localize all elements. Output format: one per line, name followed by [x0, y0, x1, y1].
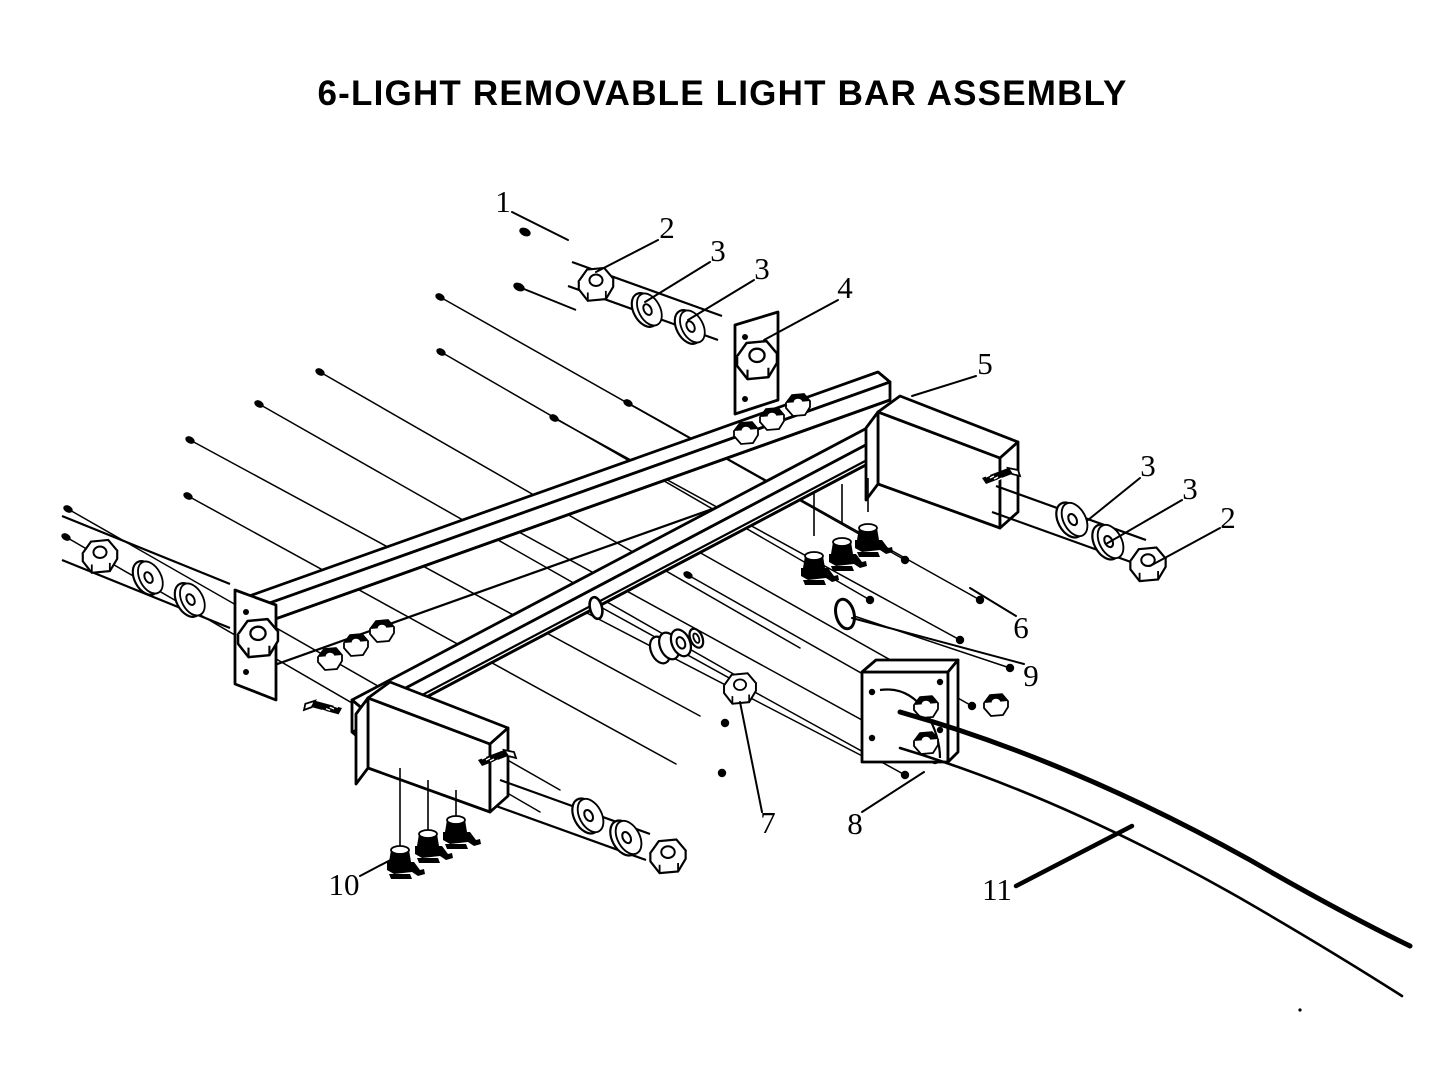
lamp-clamp-group-left [386, 768, 482, 880]
callout-3c: 3 [1140, 448, 1156, 483]
mounting-bracket-plate [860, 658, 1010, 764]
lamp-clamp-group-right [800, 478, 894, 586]
grommet-small [588, 595, 604, 621]
flat-washer [668, 304, 711, 350]
callout-10: 10 [329, 867, 360, 902]
rear-main-bar [236, 370, 892, 690]
left-light-housing-box [354, 680, 510, 814]
hex-nut [81, 538, 119, 574]
right-light-housing-box [864, 394, 1020, 530]
callout-11: 11 [982, 872, 1012, 907]
hex-nut [1129, 546, 1167, 583]
callout-5: 5 [977, 346, 993, 381]
speck-artifact [1298, 1008, 1302, 1012]
grommet [834, 597, 856, 631]
callout-number-group: 1 2 3 3 4 5 3 3 2 6 9 7 8 10 11 [329, 184, 1236, 907]
callout-6: 6 [1013, 610, 1029, 645]
wiring-harness-cable [897, 709, 1413, 998]
callout-3d: 3 [1182, 471, 1198, 506]
callout-2: 2 [659, 210, 675, 245]
hex-nut-small [912, 730, 940, 756]
hex-nut [649, 838, 687, 875]
callout-3a: 3 [710, 233, 726, 268]
flat-washer [168, 577, 211, 623]
callout-7: 7 [760, 805, 776, 840]
left-end-fastener-stack [61, 514, 231, 630]
hex-nut [723, 672, 757, 705]
upper-rear-fastener-stack [513, 227, 723, 350]
hex-nut-small [982, 692, 1010, 718]
page-title: 6-LIGHT REMOVABLE LIGHT BAR ASSEMBLY [317, 74, 1128, 113]
bottom-center-fastener-stack [495, 778, 687, 875]
callout-9: 9 [1023, 658, 1039, 693]
callout-3b: 3 [754, 251, 770, 286]
rear-bar-right-endplate [733, 310, 780, 416]
right-end-fastener-stack [991, 484, 1167, 583]
callout-1: 1 [495, 184, 511, 219]
callout-8: 8 [847, 806, 863, 841]
callout-4: 4 [837, 270, 853, 305]
flat-washer [603, 814, 648, 862]
spacer-nut-stack [648, 627, 757, 705]
lamp-clamp [854, 523, 894, 558]
callout-2b: 2 [1220, 500, 1236, 535]
lamp-clamp [442, 815, 482, 850]
rear-bar-left-endplate [233, 588, 280, 702]
callout-leader-group [359, 211, 1221, 889]
flat-washer [565, 792, 610, 840]
